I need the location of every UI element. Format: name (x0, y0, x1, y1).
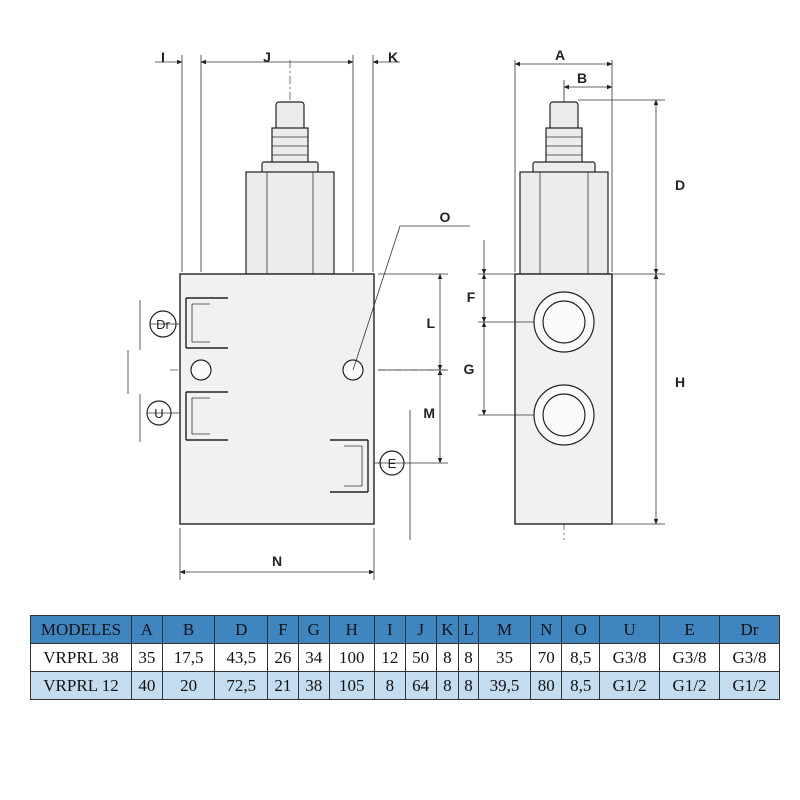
table-cell: G3/8 (719, 643, 780, 672)
table-cell: 8,5 (561, 671, 601, 700)
table-header-b: B (161, 615, 216, 644)
table-cell: G3/8 (659, 643, 720, 672)
dim-label-m: M (423, 405, 435, 421)
table-cell: G1/2 (659, 671, 720, 700)
table-cell: G1/2 (719, 671, 780, 700)
table-header-l: L (458, 615, 479, 644)
table-cell: 72,5 (214, 671, 269, 700)
table-cell: 50 (404, 643, 437, 672)
dim-label-k: K (388, 49, 398, 65)
table-cell: 8 (435, 671, 460, 700)
port-label-u: U (154, 406, 163, 421)
table-cell: 35 (477, 643, 532, 672)
table-cell: 8 (458, 671, 479, 700)
table-header-m: M (477, 615, 532, 644)
table-cell: 8 (458, 643, 479, 672)
table-cell: 35 (131, 643, 163, 672)
table-cell: 20 (161, 671, 216, 700)
table-cell: 105 (328, 671, 375, 700)
table-cell: 70 (530, 643, 563, 672)
dim-label-f: F (467, 289, 476, 305)
table-cell: 39,5 (477, 671, 532, 700)
valve-technical-drawing: I J K O L M N Dr U E A B (127, 47, 685, 580)
dim-label-i: I (161, 49, 165, 65)
dim-label-l: L (426, 315, 435, 331)
table-cell-model: VRPRL 38 (30, 643, 132, 672)
table-header-n: N (530, 615, 563, 644)
table-cell: 38 (297, 671, 330, 700)
table-header-d: D (214, 615, 269, 644)
side-view: A B D H F G (464, 47, 685, 540)
table-cell: 43,5 (214, 643, 269, 672)
table-header-j: J (404, 615, 437, 644)
table-header-e: E (659, 615, 720, 644)
dim-label-o: O (440, 209, 451, 225)
table-header-f: F (267, 615, 299, 644)
table-cell: 80 (530, 671, 563, 700)
table-header-u: U (599, 615, 661, 644)
table-cell: 26 (267, 643, 299, 672)
dim-label-a: A (555, 47, 565, 63)
table-cell: 40 (131, 671, 163, 700)
table-header-o: O (561, 615, 601, 644)
table-cell-model: VRPRL 12 (30, 671, 132, 700)
table-cell: 64 (404, 671, 437, 700)
table-header-k: K (435, 615, 460, 644)
table-cell: 8,5 (561, 643, 601, 672)
front-view: I J K O L M N Dr U E (127, 49, 470, 580)
dim-label-b: B (577, 70, 587, 86)
port-label-dr: Dr (156, 317, 170, 332)
table-header-i: I (373, 615, 406, 644)
table-header-h: H (328, 615, 375, 644)
dim-label-g: G (464, 361, 475, 377)
table-cell: G3/8 (599, 643, 661, 672)
dim-label-h: H (675, 374, 685, 390)
table-header-models: MODELES (30, 615, 132, 644)
dim-label-d: D (675, 177, 685, 193)
dim-label-j: J (263, 49, 271, 65)
table-header-dr: Dr (719, 615, 780, 644)
table-cell: 8 (435, 643, 460, 672)
table-cell: 12 (373, 643, 406, 672)
table-cell: 17,5 (161, 643, 216, 672)
table-header-g: G (297, 615, 330, 644)
table-cell: 34 (297, 643, 330, 672)
table-cell: 8 (373, 671, 406, 700)
port-label-e: E (388, 456, 397, 471)
table-cell: G1/2 (599, 671, 661, 700)
table-header-a: A (131, 615, 163, 644)
dim-label-n: N (272, 553, 282, 569)
table-cell: 100 (328, 643, 375, 672)
table-cell: 21 (267, 671, 299, 700)
